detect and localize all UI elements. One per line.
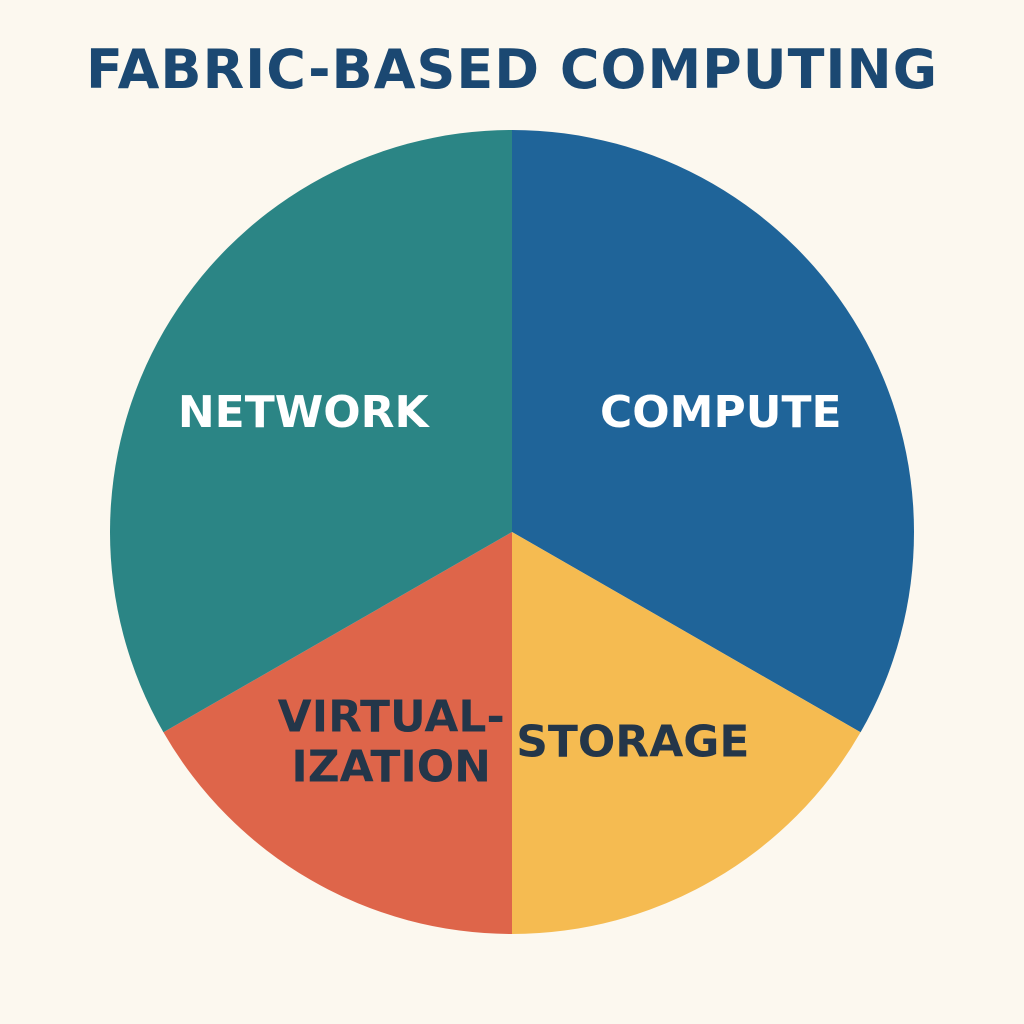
pie-slice-label-line: VIRTUAL- (278, 692, 505, 743)
pie-slice-label-network: NETWORK (178, 387, 431, 438)
pie-slice-label-line: STORAGE (516, 717, 749, 768)
pie-slice-storage (512, 532, 861, 934)
pie-slice-label-line: IZATION (291, 742, 491, 793)
pie-slice-label-virtual-ization: VIRTUAL-IZATION (278, 692, 505, 793)
pie-slice-network (109, 130, 513, 733)
pie-slice-compute (512, 130, 914, 733)
pie-slice-label-compute: COMPUTE (600, 387, 842, 438)
pie-slice-label-line: NETWORK (178, 387, 431, 438)
chart-title: FABRIC-BASED COMPUTING (85, 38, 939, 101)
pie-slice-label-line: COMPUTE (600, 387, 842, 438)
pie-slice-label-storage: STORAGE (516, 717, 749, 768)
pie-slice-virtual-ization (163, 532, 513, 934)
